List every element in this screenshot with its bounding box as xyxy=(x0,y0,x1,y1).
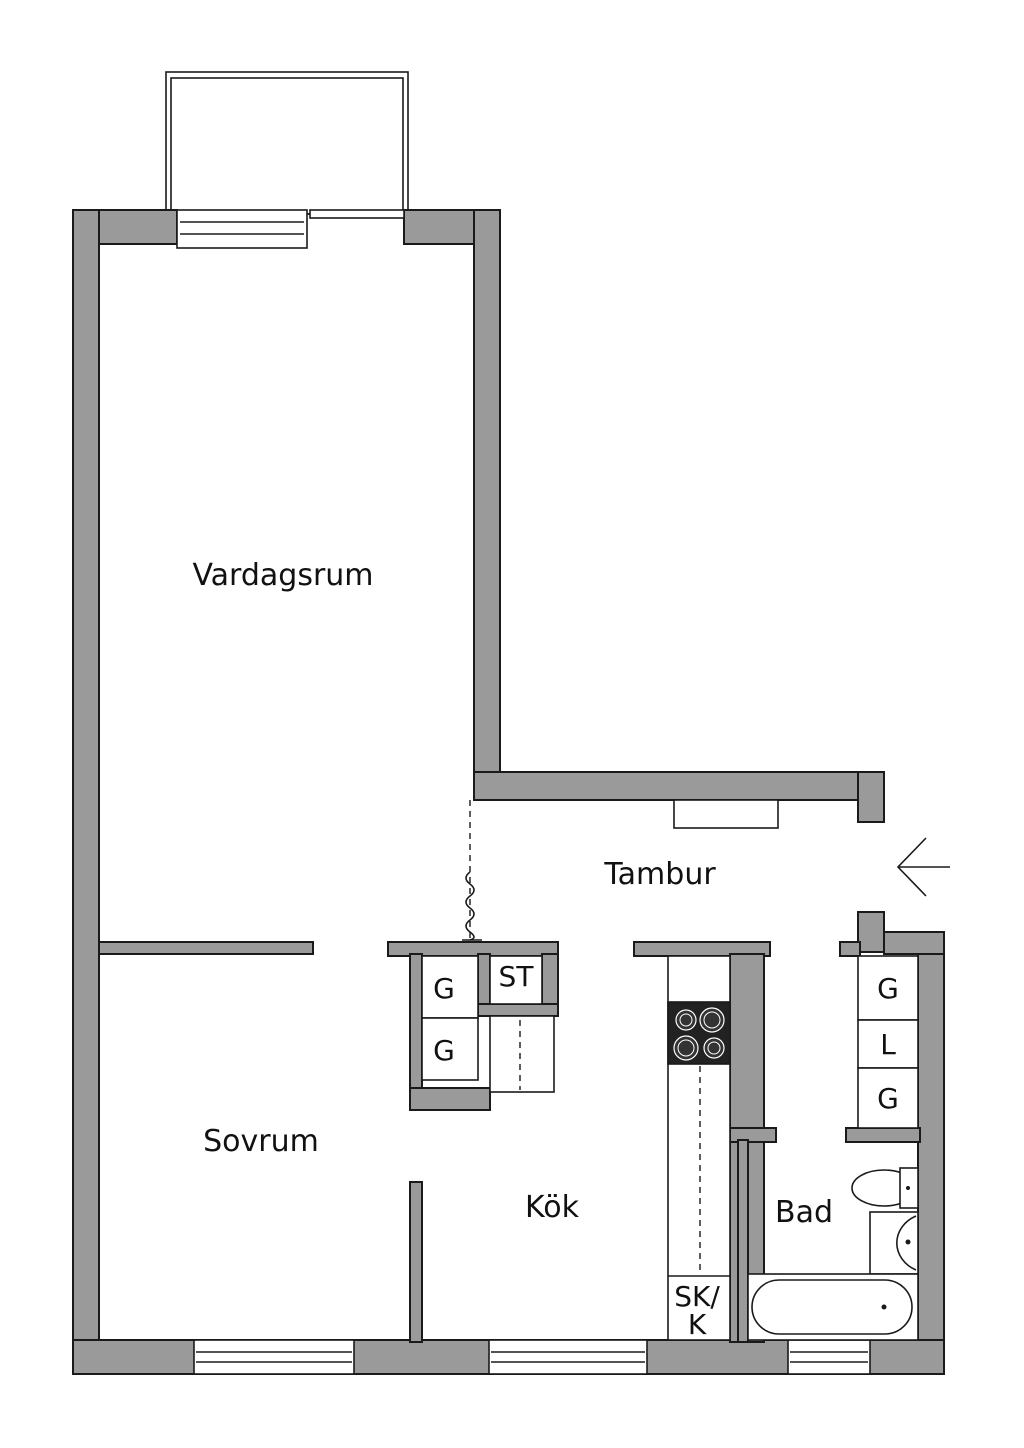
room-tambur: Tambur xyxy=(603,857,716,892)
skk-label-line1: SK/ xyxy=(674,1280,720,1313)
bathtub-icon xyxy=(747,1273,919,1341)
room-kok: Kök xyxy=(525,1190,580,1225)
balcony xyxy=(165,71,409,215)
sovrum-window xyxy=(193,1339,355,1375)
bathroom-window xyxy=(787,1339,871,1375)
hall-shelf xyxy=(673,799,779,829)
room-bad: Bad xyxy=(775,1195,833,1230)
hall-g1-label: G xyxy=(877,972,899,1005)
kitchen-g1-label: G xyxy=(433,972,455,1005)
kitchen-wardrobe: G G xyxy=(421,955,479,1081)
fridge-cabinet xyxy=(489,1015,555,1093)
hall-g2-label: G xyxy=(877,1082,899,1115)
skk-label-line2: K xyxy=(688,1308,707,1341)
stove-icon xyxy=(667,1001,731,1065)
room-vardagsrum: Vardagsrum xyxy=(192,558,373,593)
kitchen-g2-label: G xyxy=(433,1034,455,1067)
hall-wardrobe: G L G xyxy=(857,955,919,1129)
windows xyxy=(176,209,871,1375)
hall-l-label: L xyxy=(880,1028,896,1061)
curtain-icon xyxy=(462,871,482,941)
st-label: ST xyxy=(499,960,535,993)
arrow-left-icon xyxy=(896,837,950,897)
st-cabinet: ST xyxy=(489,955,543,1005)
room-sovrum: Sovrum xyxy=(203,1124,319,1159)
kitchen-window xyxy=(488,1339,648,1375)
balcony-door xyxy=(309,209,405,219)
toilet-icon xyxy=(851,1167,919,1209)
balcony-door-window xyxy=(176,209,308,249)
sink-icon xyxy=(869,1211,919,1275)
